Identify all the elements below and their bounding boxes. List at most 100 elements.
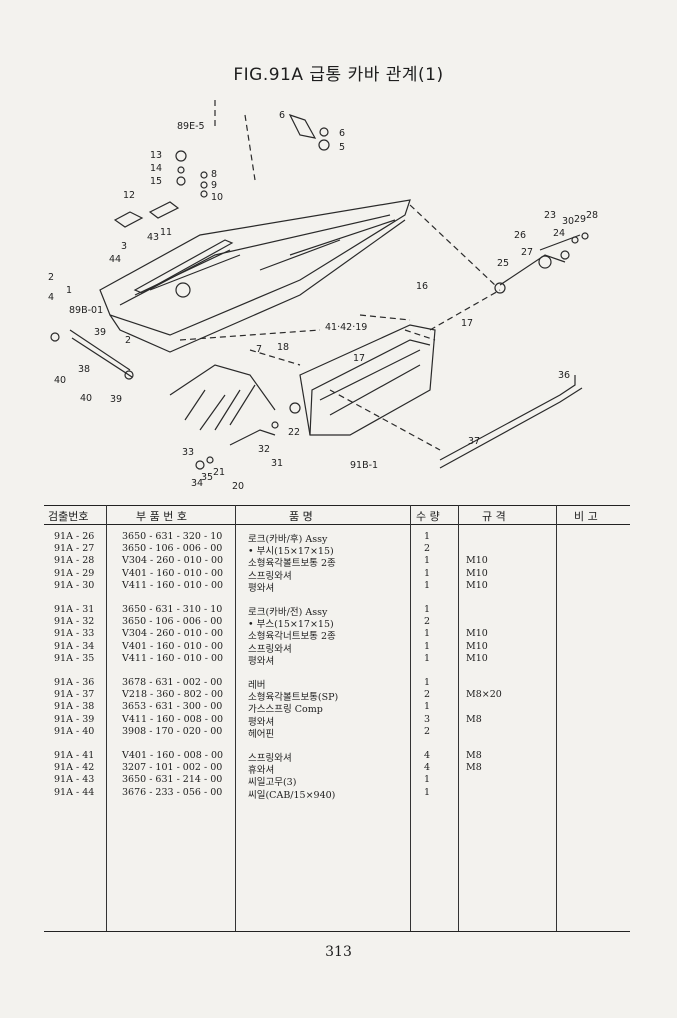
cell-qty: 1 [424, 567, 431, 579]
callout-label: 33 [182, 447, 194, 458]
cell-part: V411 - 160 - 010 - 00 [122, 579, 224, 591]
cell-qty: 1 [424, 786, 431, 798]
cell-name: • 부시(15×17×15) [248, 546, 334, 558]
cell-qty: 1 [424, 640, 431, 652]
cell-part: V411 - 160 - 008 - 00 [122, 713, 224, 725]
cell-name: 소형육각너트보통 2종 [248, 631, 336, 643]
cell-qty: 1 [424, 701, 431, 713]
callout-label: 2 [48, 272, 54, 283]
callout-label: 89B-01 [69, 305, 103, 316]
cell-spec: M10 [466, 628, 488, 640]
callout-label: 91B-1 [350, 460, 378, 471]
cell-part: 3676 - 233 - 056 - 00 [122, 786, 223, 798]
cell-qty: 4 [424, 750, 431, 761]
cell-no: 91A - 40 [54, 725, 95, 737]
callout-label: 41·42·19 [325, 322, 367, 333]
callout-label: 2 [125, 335, 131, 346]
cell-no: 91A - 44 [54, 786, 95, 798]
page-number: 313 [325, 944, 352, 960]
callout-label: 21 [213, 467, 225, 478]
cell-spec: M10 [466, 579, 488, 591]
cell-name: 로크(카바/후) Assy [248, 534, 328, 545]
cell-no: 91A - 30 [54, 579, 95, 591]
cell-spec: M8 [466, 762, 482, 774]
cell-no: 91A - 34 [54, 640, 95, 652]
cell-spec: M8×20 [466, 689, 502, 701]
cell-name: 씨일고무(3) [248, 777, 297, 789]
cell-no: 91A - 35 [54, 652, 95, 664]
cell-spec: M10 [466, 567, 488, 579]
cell-part: 3650 - 631 - 214 - 00 [122, 774, 223, 786]
cell-name: 소형육각볼트보통(SP) [248, 692, 339, 704]
header-qty: 수 량 [416, 510, 440, 523]
cell-no: 91A - 31 [54, 604, 95, 615]
cell-qty: 1 [424, 677, 431, 688]
cell-qty: 2 [424, 689, 431, 701]
callout-label: 34 [191, 478, 203, 489]
cell-no: 91A - 27 [54, 543, 95, 555]
column-divider [556, 505, 557, 932]
cover-panel [99, 199, 411, 336]
cell-no: 91A - 43 [54, 774, 95, 786]
callout-label: 15 [150, 176, 162, 187]
cell-spec: M10 [466, 640, 488, 652]
cell-name: • 부스(15×17×15) [248, 619, 334, 631]
cell-qty: 1 [424, 774, 431, 786]
cell-qty: 1 [424, 628, 431, 640]
callout-label: 7 [256, 344, 262, 355]
cell-part: 3650 - 106 - 006 - 00 [122, 543, 223, 555]
callout-label: 12 [123, 190, 135, 201]
callout-label: 20 [232, 481, 244, 490]
cell-no: 91A - 28 [54, 555, 95, 567]
callout-label: 3 [121, 241, 127, 252]
callout-label: 32 [258, 444, 270, 455]
cell-qty: 4 [424, 762, 431, 774]
cell-part: V218 - 360 - 802 - 00 [122, 689, 224, 701]
header-part-name: 품 명 [289, 510, 313, 523]
callout-label: 5 [339, 142, 345, 153]
cell-spec: M10 [466, 652, 488, 664]
column-divider [235, 505, 236, 932]
cell-part: 3908 - 170 - 020 - 00 [122, 725, 223, 737]
cell-name: 평와셔 [248, 582, 275, 594]
callout-label: 24 [553, 228, 565, 239]
callout-label: 36 [558, 370, 570, 381]
callout-label: 13 [150, 150, 162, 161]
cell-no: 91A - 39 [54, 713, 95, 725]
cell-qty: 1 [424, 652, 431, 664]
cell-qty: 1 [424, 531, 431, 542]
callout-label: 38 [78, 364, 90, 375]
callout-label: 37 [468, 436, 480, 447]
callout-label: 39 [110, 394, 122, 405]
figure-title: FIG.91A 급통 카바 관계(1) [233, 65, 444, 85]
header-remark: 비 고 [574, 510, 598, 523]
cell-spec: M8 [466, 750, 482, 761]
cell-qty: 1 [424, 604, 431, 615]
cell-name: 휴와셔 [248, 765, 275, 777]
callout-label: 10 [211, 192, 223, 203]
callout-label: 23 [544, 210, 556, 221]
cell-name: 레버 [248, 680, 266, 691]
cell-name: 스프링와셔 [248, 570, 292, 582]
cell-part: 3650 - 106 - 006 - 00 [122, 616, 223, 628]
column-divider [458, 505, 459, 932]
cell-no: 91A - 37 [54, 689, 95, 701]
header-item-no: 검출번호 [48, 510, 89, 523]
cell-part: 3650 - 631 - 320 - 10 [122, 531, 223, 542]
callout-label: 39 [94, 327, 106, 338]
cell-no: 91A - 29 [54, 567, 95, 579]
cell-name: 로크(카바/전) Assy [248, 607, 328, 618]
callout-label: 14 [150, 163, 162, 174]
cell-part: V401 - 160 - 008 - 00 [122, 750, 224, 761]
cell-no: 91A - 36 [54, 677, 95, 688]
callout-label: 35 [201, 472, 213, 483]
cell-qty: 1 [424, 579, 431, 591]
cell-qty: 2 [424, 543, 431, 555]
cell-name: 스프링와셔 [248, 643, 292, 655]
cell-part: V401 - 160 - 010 - 00 [122, 567, 224, 579]
cell-part: V401 - 160 - 010 - 00 [122, 640, 224, 652]
cell-qty: 2 [424, 725, 431, 737]
cell-no: 91A - 33 [54, 628, 95, 640]
